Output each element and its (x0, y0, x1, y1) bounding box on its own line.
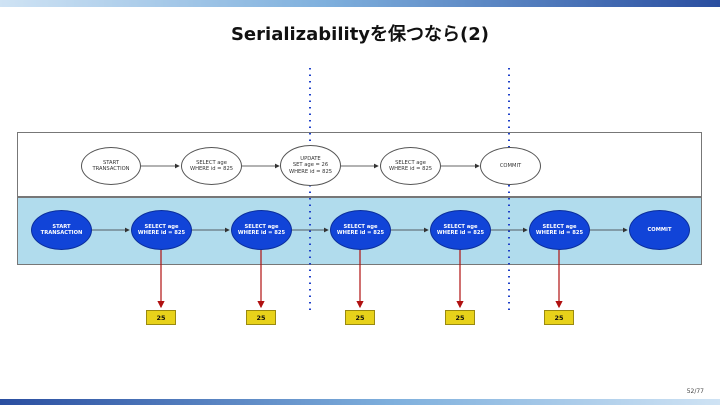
result-value-box: 25 (445, 310, 475, 325)
tx-b-select-node: SELECT age WHERE id = 825 (131, 210, 192, 250)
result-value-box: 25 (345, 310, 375, 325)
tx-a-commit-node: COMMIT (480, 147, 541, 185)
bottom-accent-bar (0, 399, 720, 405)
tx-a-select-node: SELECT age WHERE id = 825 (181, 147, 242, 185)
top-accent-bar (0, 0, 720, 7)
result-value-box: 25 (246, 310, 276, 325)
result-value-box: 25 (146, 310, 176, 325)
slide-title: Serializabilityを保つなら(2) (230, 24, 490, 45)
tx-b-start-node: START TRANSACTION (31, 210, 92, 250)
tx-b-select-node: SELECT age WHERE id = 825 (529, 210, 590, 250)
tx-a-start-node: START TRANSACTION (81, 147, 141, 185)
tx-b-select-node: SELECT age WHERE id = 825 (330, 210, 391, 250)
tx-b-commit-node: COMMIT (629, 210, 690, 250)
tx-b-select-node: SELECT age WHERE id = 825 (430, 210, 491, 250)
tx-b-select-node: SELECT age WHERE id = 825 (231, 210, 292, 250)
tx-a-select-node: SELECT age WHERE id = 825 (380, 147, 441, 185)
result-value-box: 25 (544, 310, 574, 325)
tx-a-update-node: UPDATE SET age = 26 WHERE id = 825 (280, 145, 341, 186)
page-number: 52/77 (686, 388, 704, 395)
